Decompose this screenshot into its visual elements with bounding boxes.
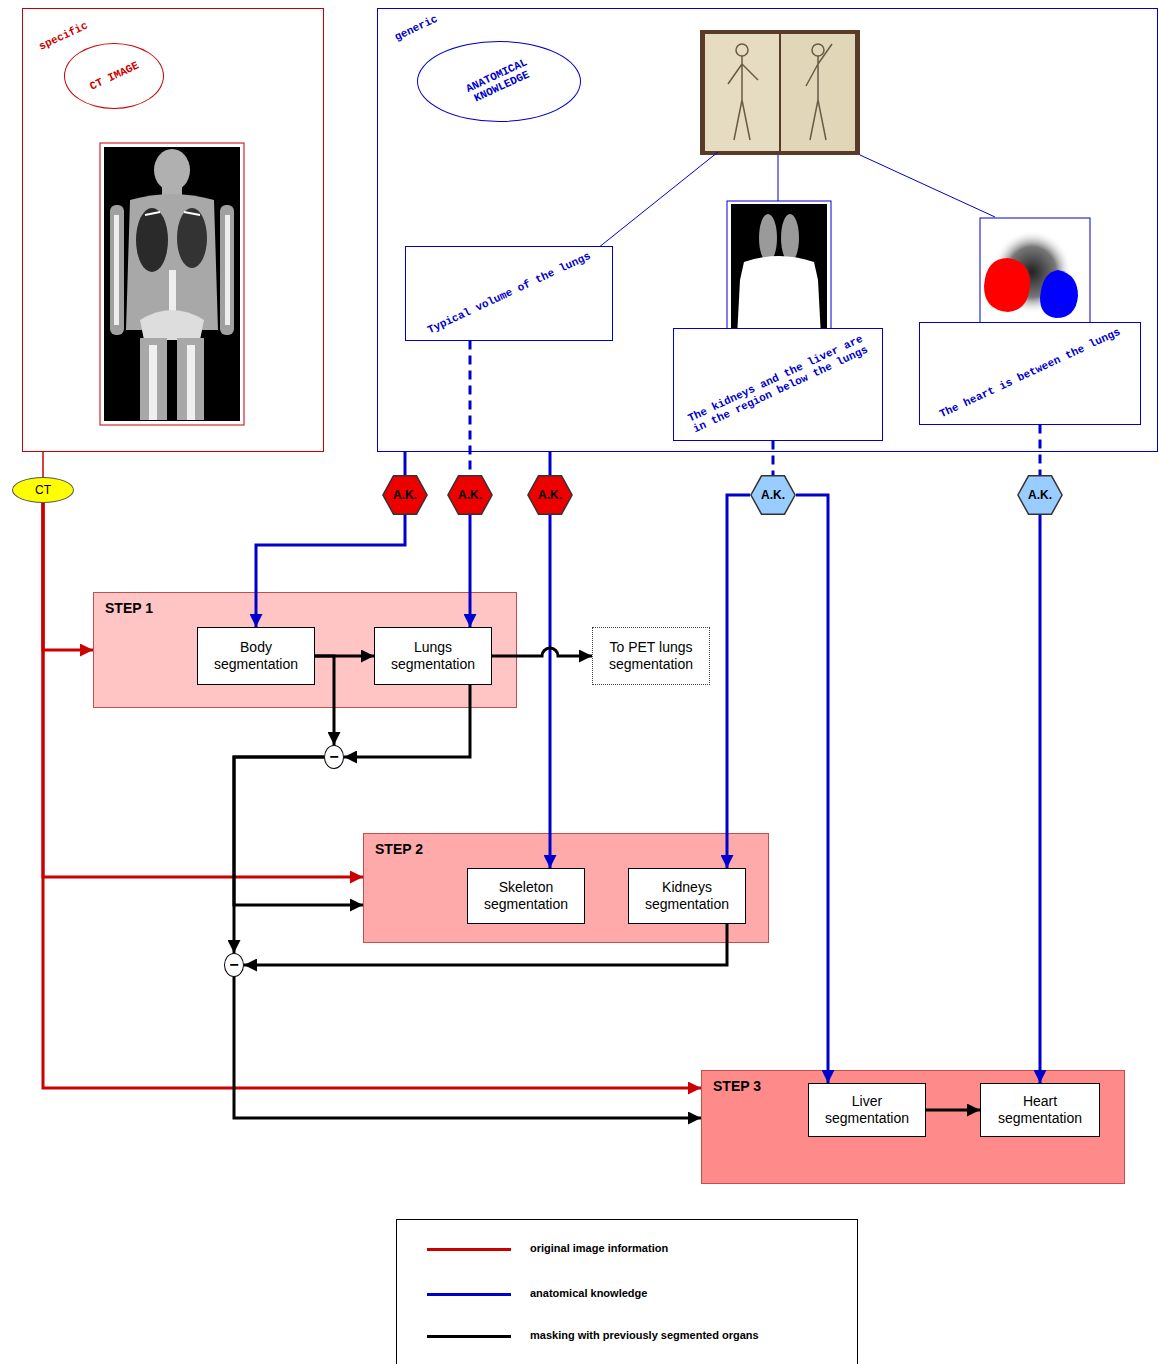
connector bbox=[1039, 425, 1042, 476]
knowledge-box: Typical volume of the lungs bbox=[405, 246, 613, 341]
node-label: CT IMAGE bbox=[88, 59, 141, 92]
connector bbox=[234, 757, 363, 905]
process-box: Skeleton segmentation bbox=[467, 868, 585, 924]
legend-swatch bbox=[427, 1248, 511, 1251]
process-box: Heart segmentation bbox=[980, 1083, 1100, 1137]
node-label: A.K. bbox=[1028, 489, 1052, 501]
connector bbox=[727, 495, 750, 868]
connector bbox=[796, 495, 828, 1083]
node-label: Heart segmentation bbox=[985, 1093, 1095, 1127]
process-box: Kidneys segmentation bbox=[628, 868, 746, 924]
connector bbox=[344, 685, 470, 757]
title-ellipse: ANATOMICAL KNOWLEDGE bbox=[417, 41, 581, 122]
legend-swatch bbox=[427, 1293, 511, 1296]
connector bbox=[469, 341, 472, 476]
node-label: Kidneys segmentation bbox=[633, 879, 741, 913]
node-label: A.K. bbox=[538, 489, 562, 501]
connector bbox=[404, 452, 407, 475]
connector bbox=[244, 924, 727, 965]
connector bbox=[492, 648, 592, 656]
subtract-circle: − bbox=[324, 745, 344, 769]
node-label: A.K. bbox=[458, 489, 482, 501]
step-band: STEP 2 Skeleton segmentation Kidneys segme… bbox=[363, 833, 769, 943]
knowledge-hexagon: A.K. bbox=[750, 475, 796, 515]
node-label: Skeleton segmentation bbox=[472, 879, 580, 913]
connector bbox=[549, 452, 552, 475]
process-box: Body segmentation bbox=[197, 627, 315, 685]
connector bbox=[469, 515, 472, 627]
step-band-fill bbox=[364, 834, 769, 943]
node-label: A.K. bbox=[393, 489, 417, 501]
knowledge-box: The kidneys and the liver are in the reg… bbox=[673, 328, 883, 441]
ct-scan-picture bbox=[100, 143, 244, 425]
panel-tag: specific bbox=[37, 19, 90, 52]
node-label: Lungs segmentation bbox=[379, 639, 487, 673]
legend-text: masking with previously segmented organs bbox=[530, 1329, 759, 1342]
node-label: − bbox=[329, 749, 338, 765]
subtract-circle: − bbox=[224, 953, 244, 977]
knowledge-box: The heart is between the lungs bbox=[919, 322, 1141, 425]
step-band: STEP 1 Body segmentation Lungs segmentatio… bbox=[93, 592, 517, 708]
title-ellipse: CT IMAGE bbox=[64, 43, 164, 109]
step-label: STEP 1 bbox=[105, 600, 505, 617]
knowledge-hexagon: A.K. bbox=[382, 475, 428, 515]
step-band-fill bbox=[94, 593, 517, 708]
output-box: To PET lungs segmentation bbox=[592, 627, 710, 685]
knowledge-panel: genericANATOMICAL KNOWLEDGE Typical volum… bbox=[377, 8, 1158, 452]
knowledge-hexagon: A.K. bbox=[527, 475, 573, 515]
node-label: Typical volume of the lungs bbox=[426, 250, 593, 336]
connector bbox=[42, 452, 44, 477]
node-label: Liver segmentation bbox=[813, 1093, 921, 1127]
process-box: Lungs segmentation bbox=[374, 627, 492, 685]
step-label: STEP 2 bbox=[375, 841, 757, 858]
connector bbox=[256, 515, 405, 627]
input-ellipse: CT bbox=[12, 477, 74, 503]
node-label: ANATOMICAL KNOWLEDGE bbox=[448, 49, 549, 113]
connector bbox=[234, 977, 701, 1118]
node-label: A.K. bbox=[761, 489, 785, 501]
anatomy-book-picture bbox=[700, 30, 860, 155]
legend-text: anatomical knowledge bbox=[530, 1287, 647, 1300]
connector bbox=[315, 656, 334, 745]
legend-text: original image information bbox=[530, 1242, 668, 1255]
connector bbox=[43, 503, 701, 1088]
node-label: CT bbox=[35, 484, 51, 496]
node-label: The heart is between the lungs bbox=[938, 326, 1123, 421]
connector bbox=[926, 1109, 980, 1112]
process-box: Liver segmentation bbox=[808, 1083, 926, 1137]
node-label: The kidneys and the liver are in the reg… bbox=[684, 332, 872, 437]
node-label: To PET lungs segmentation bbox=[597, 639, 705, 673]
connector bbox=[772, 441, 775, 476]
node-label: Body segmentation bbox=[202, 639, 310, 673]
connector bbox=[43, 503, 363, 877]
source-panel: specific CT IMAGE bbox=[22, 8, 324, 452]
connector bbox=[43, 503, 93, 650]
panel-tag: generic bbox=[393, 13, 440, 43]
legend-swatch bbox=[427, 1335, 511, 1338]
connector bbox=[234, 757, 324, 953]
knowledge-hexagon: A.K. bbox=[447, 475, 493, 515]
step-band: STEP 3Liver segmentationHeart segmentati… bbox=[701, 1070, 1125, 1184]
node-label: − bbox=[229, 957, 238, 973]
connector bbox=[1039, 515, 1042, 1083]
knowledge-hexagon: A.K. bbox=[1017, 475, 1063, 515]
step-band-fill bbox=[702, 1071, 1125, 1184]
connector bbox=[549, 515, 552, 868]
